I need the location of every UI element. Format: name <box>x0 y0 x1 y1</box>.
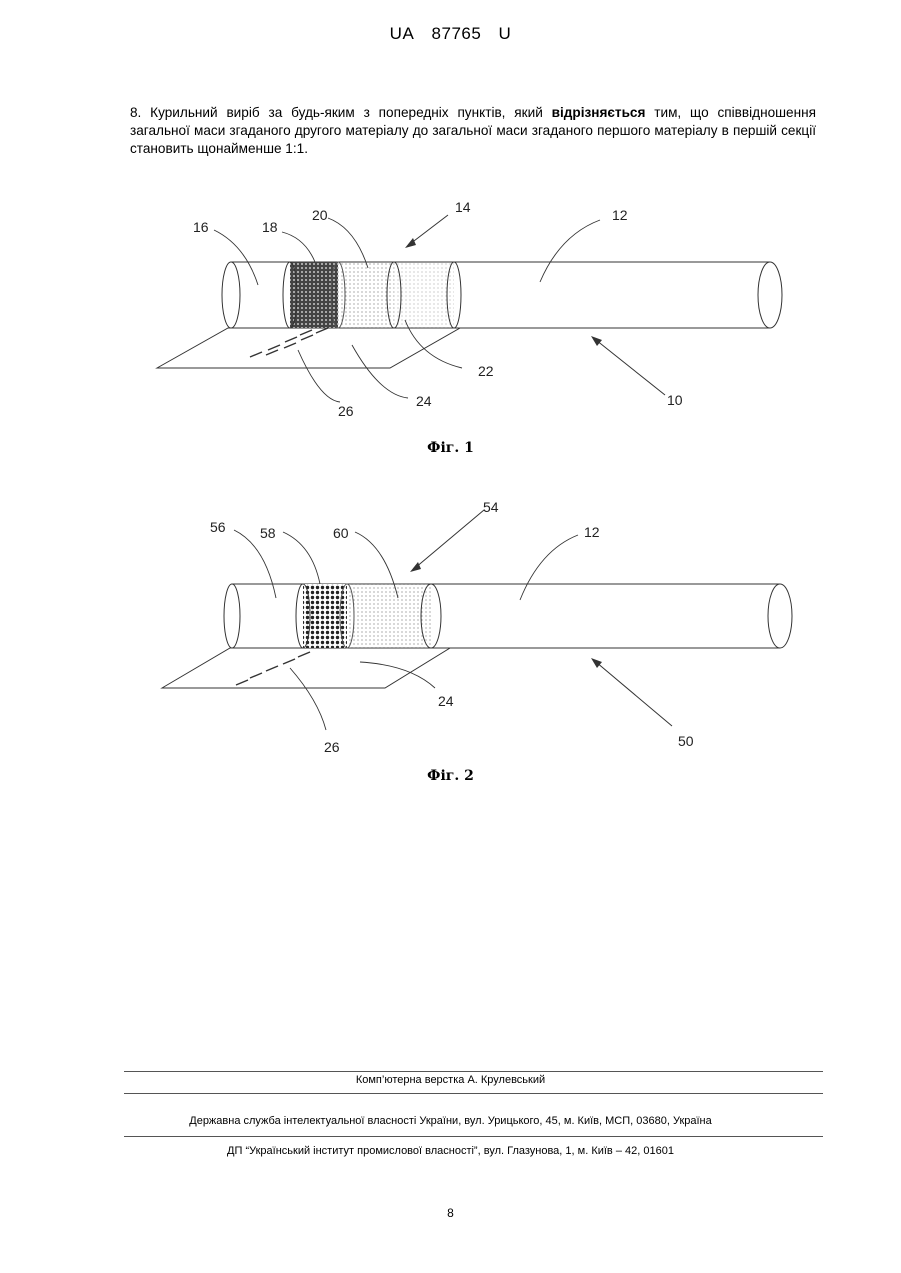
header-prefix: UA <box>390 24 415 43</box>
fig1-label-14: 14 <box>455 199 471 215</box>
fig1-label-18: 18 <box>262 219 278 235</box>
header-number: 87765 <box>432 24 482 43</box>
fig2-label-26: 26 <box>324 739 340 755</box>
fig1-label-12: 12 <box>612 207 628 223</box>
fig2-label-24: 24 <box>438 693 454 709</box>
figure-2-drawing: 56 58 60 54 12 24 50 26 <box>0 490 901 770</box>
figure-2-caption: Фіг. 2 <box>0 768 901 784</box>
figure-1-drawing: 16 18 20 14 12 22 10 24 26 <box>0 190 901 430</box>
figure-2: 56 58 60 54 12 24 50 26 <box>0 490 901 770</box>
page-number: 8 <box>0 1206 901 1220</box>
fig2-label-58: 58 <box>260 525 276 541</box>
footer-divider-2 <box>124 1093 823 1094</box>
fig1-label-24: 24 <box>416 393 432 409</box>
claim-text-bold: відрізняється <box>552 105 646 120</box>
fig1-label-26: 26 <box>338 403 354 419</box>
fig2-label-60: 60 <box>333 525 349 541</box>
footer-institute: ДП “Український інститут промислової вла… <box>0 1145 901 1157</box>
claim-paragraph: 8. Курильний виріб за будь-яким з попере… <box>130 104 816 158</box>
footer-divider-3 <box>124 1136 823 1137</box>
fig1-label-22: 22 <box>478 363 494 379</box>
header-suffix: U <box>499 24 512 43</box>
fig1-label-16: 16 <box>193 219 209 235</box>
patent-header: UA 87765 U <box>0 24 901 44</box>
footer-typesetter: Комп’ютерна верстка А. Крулевський <box>0 1074 901 1086</box>
figure-1: 16 18 20 14 12 22 10 24 26 <box>0 190 901 430</box>
claim-text-before: 8. Курильний виріб за будь-яким з попере… <box>130 105 552 120</box>
fig2-label-56: 56 <box>210 519 226 535</box>
fig1-label-10: 10 <box>667 392 683 408</box>
fig2-label-54: 54 <box>483 499 499 515</box>
footer-divider-1 <box>124 1071 823 1072</box>
fig2-label-50: 50 <box>678 733 694 749</box>
fig1-label-20: 20 <box>312 207 328 223</box>
footer-agency: Державна служба інтелектуальної власност… <box>0 1115 901 1127</box>
figure-1-caption: Фіг. 1 <box>0 440 901 456</box>
fig2-label-12: 12 <box>584 524 600 540</box>
